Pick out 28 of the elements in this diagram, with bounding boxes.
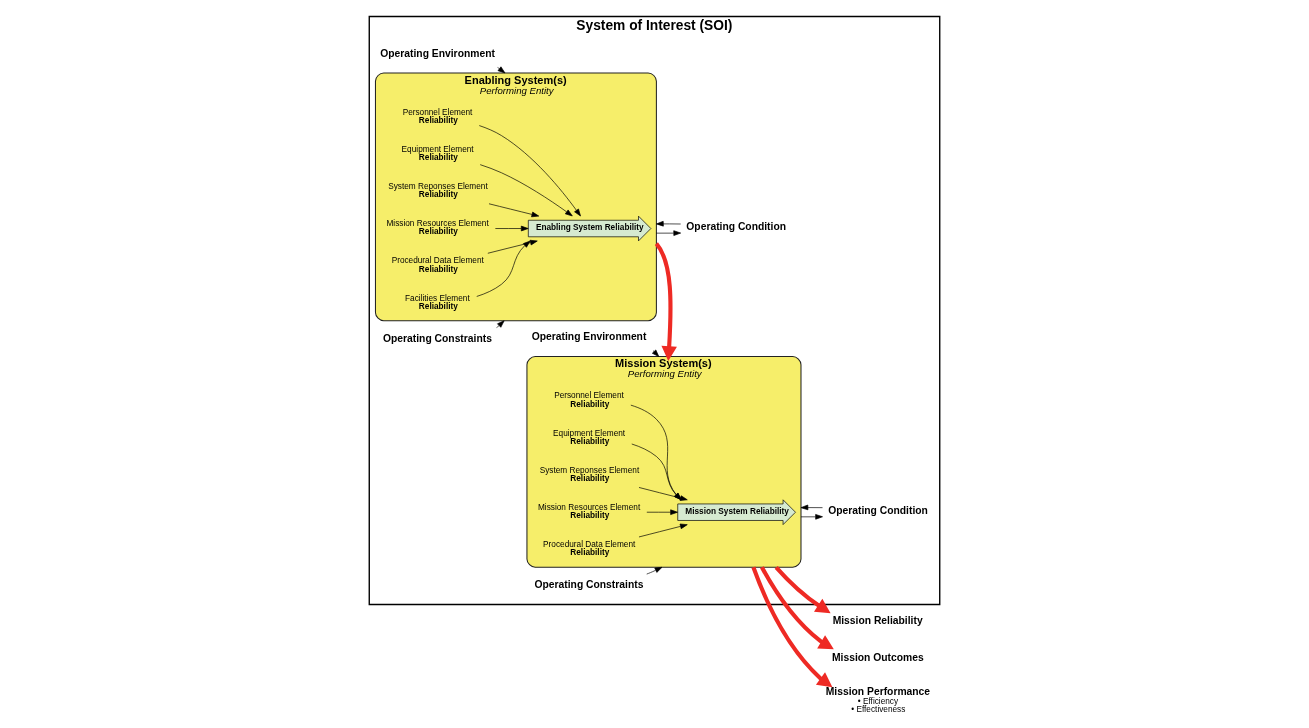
arrow — [652, 349, 660, 357]
node-text: Operating Environment — [380, 47, 495, 59]
arrow — [646, 566, 663, 575]
arrow — [497, 66, 506, 74]
arrow — [800, 514, 823, 520]
node-text: Operating Constraints — [534, 579, 644, 591]
arrow — [654, 242, 677, 362]
arrow — [646, 509, 678, 515]
arrow — [800, 504, 823, 511]
arrow — [495, 225, 529, 232]
node-text: Operating Condition — [828, 504, 928, 516]
node-text: Operating Condition — [686, 221, 787, 233]
arrow — [656, 230, 681, 236]
arrow — [760, 566, 834, 650]
arrow — [478, 125, 581, 217]
arrow — [774, 565, 831, 614]
arrow — [488, 203, 540, 218]
arrow — [479, 164, 573, 217]
node-text: Mission Outcomes — [831, 652, 924, 664]
arrow — [496, 320, 505, 328]
arrow — [638, 523, 688, 538]
arrow — [476, 240, 531, 297]
arrow — [487, 239, 538, 254]
node-text: Operating Constraints — [383, 332, 492, 344]
arrow — [751, 566, 833, 688]
arrow — [656, 220, 681, 227]
node-text: Mission Reliability — [832, 615, 923, 627]
node-text: Operating Environment — [531, 331, 647, 343]
